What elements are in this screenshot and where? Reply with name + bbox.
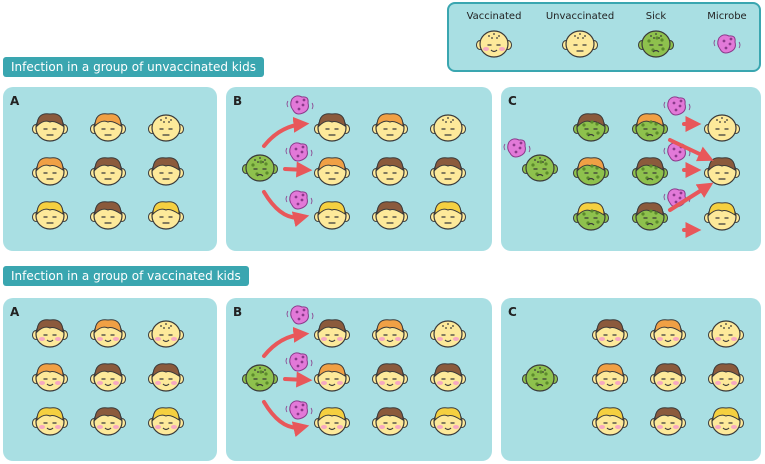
unvax-a-kid-2 <box>90 113 126 142</box>
vax-b-kid-8 <box>372 407 408 436</box>
unvax-c-arrow-4 <box>668 182 714 212</box>
vax-b-kid-6 <box>430 363 466 392</box>
panel-label-vax-a: A <box>10 305 20 319</box>
vax-c-kid-7 <box>592 407 628 436</box>
unvax-b-arrow-1 <box>262 116 310 148</box>
section-title-unvaccinated: Infection in a group of unvaccinated kid… <box>3 57 264 77</box>
unvax-a-kid-3 <box>148 114 184 142</box>
legend-vaccinated-face <box>476 30 512 58</box>
vax-c-kid-8 <box>650 407 686 436</box>
vax-c-kid-2 <box>650 319 686 348</box>
legend-unvaccinated-label: Unvaccinated <box>546 11 614 22</box>
panel-vax-c <box>501 298 761 461</box>
unvax-c-kid-8 <box>632 202 668 231</box>
unvax-c-kid-3 <box>704 114 740 142</box>
unvax-c-microbe-0 <box>503 138 531 158</box>
unvax-b-kid-8 <box>372 201 408 230</box>
unvax-c-kid-9 <box>704 202 740 231</box>
panel-label-unvax-a: A <box>10 94 20 108</box>
unvax-c-arrow-2 <box>668 138 714 162</box>
unvax-b-kid-3 <box>430 114 466 142</box>
unvax-b-arrow-3 <box>262 190 310 228</box>
vax-a-kid-4 <box>32 363 68 392</box>
unvax-c-kid-4 <box>573 157 609 186</box>
vax-b-arrow-1 <box>262 326 310 358</box>
vax-a-kid-5 <box>90 363 126 392</box>
vax-c-kid-9 <box>708 407 744 436</box>
vax-b-kid-3 <box>430 320 466 348</box>
panel-vax-b <box>226 298 492 461</box>
vax-c-kid-3 <box>708 320 744 348</box>
unvax-b-kid-5 <box>372 157 408 186</box>
unvax-b-microbe-2 <box>285 142 313 162</box>
legend: Vaccinated Unvaccinated Sick Microbe <box>447 2 761 72</box>
unvax-a-kid-4 <box>32 157 68 186</box>
vax-b-arrow-2 <box>283 371 313 388</box>
vax-c-kid-5 <box>650 363 686 392</box>
unvax-c-kid-1 <box>573 113 609 142</box>
vax-c-kid-4 <box>592 363 628 392</box>
vax-a-kid-9 <box>148 407 184 436</box>
vax-b-microbe-2 <box>285 352 313 372</box>
vax-b-microbe-3 <box>285 400 313 420</box>
panel-label-vax-b: B <box>233 305 242 319</box>
unvax-a-kid-6 <box>148 157 184 186</box>
unvax-a-kid-8 <box>90 201 126 230</box>
unvax-c-kid-5 <box>632 157 668 186</box>
vax-c-kid-1 <box>592 319 628 348</box>
vax-b-kid-5 <box>372 363 408 392</box>
legend-box <box>447 2 761 72</box>
unvax-a-kid-1 <box>32 113 68 142</box>
vax-c-patient-zero <box>522 364 558 392</box>
legend-microbe-icon <box>713 34 741 54</box>
legend-unvaccinated-face <box>562 30 598 58</box>
unvax-b-kid-9 <box>430 201 466 230</box>
panel-label-unvax-c: C <box>508 94 517 108</box>
vax-a-kid-8 <box>90 407 126 436</box>
unvax-a-kid-9 <box>148 201 184 230</box>
unvax-b-kid-1 <box>314 113 350 142</box>
legend-microbe-label: Microbe <box>707 11 746 22</box>
vax-c-kid-6 <box>708 363 744 392</box>
vax-a-kid-1 <box>32 319 68 348</box>
legend-vaccinated-label: Vaccinated <box>467 11 522 22</box>
unvax-c-kid-7 <box>573 202 609 231</box>
unvax-b-kid-4 <box>314 157 350 186</box>
unvax-c-kid-6 <box>704 157 740 186</box>
unvax-b-kid-7 <box>314 201 350 230</box>
unvax-b-kid-6 <box>430 157 466 186</box>
unvax-a-kid-5 <box>90 157 126 186</box>
unvax-b-kid-2 <box>372 113 408 142</box>
section-title-vaccinated: Infection in a group of vaccinated kids <box>3 266 249 286</box>
vax-a-kid-6 <box>148 363 184 392</box>
vax-b-kid-7 <box>314 407 350 436</box>
unvax-c-microbe-1 <box>663 96 691 116</box>
unvax-b-microbe-3 <box>285 190 313 210</box>
legend-sick-face <box>638 30 674 58</box>
vax-a-kid-2 <box>90 319 126 348</box>
vax-b-kid-9 <box>430 407 466 436</box>
unvax-b-patient-zero <box>242 154 278 182</box>
unvax-c-kid-2 <box>632 113 668 142</box>
vax-b-patient-zero <box>242 364 278 392</box>
vax-b-arrow-3 <box>262 400 310 438</box>
vax-a-kid-7 <box>32 407 68 436</box>
unvax-c-patient-zero <box>522 154 558 182</box>
vax-b-kid-1 <box>314 319 350 348</box>
panel-label-unvax-b: B <box>233 94 242 108</box>
vax-b-kid-4 <box>314 363 350 392</box>
unvax-b-microbe-1 <box>286 95 314 115</box>
unvax-b-arrow-2 <box>283 161 313 178</box>
vax-a-kid-3 <box>148 320 184 348</box>
legend-sick-label: Sick <box>646 11 667 22</box>
unvax-a-kid-7 <box>32 201 68 230</box>
vax-b-microbe-1 <box>286 305 314 325</box>
panel-label-vax-c: C <box>508 305 517 319</box>
vax-b-kid-2 <box>372 319 408 348</box>
